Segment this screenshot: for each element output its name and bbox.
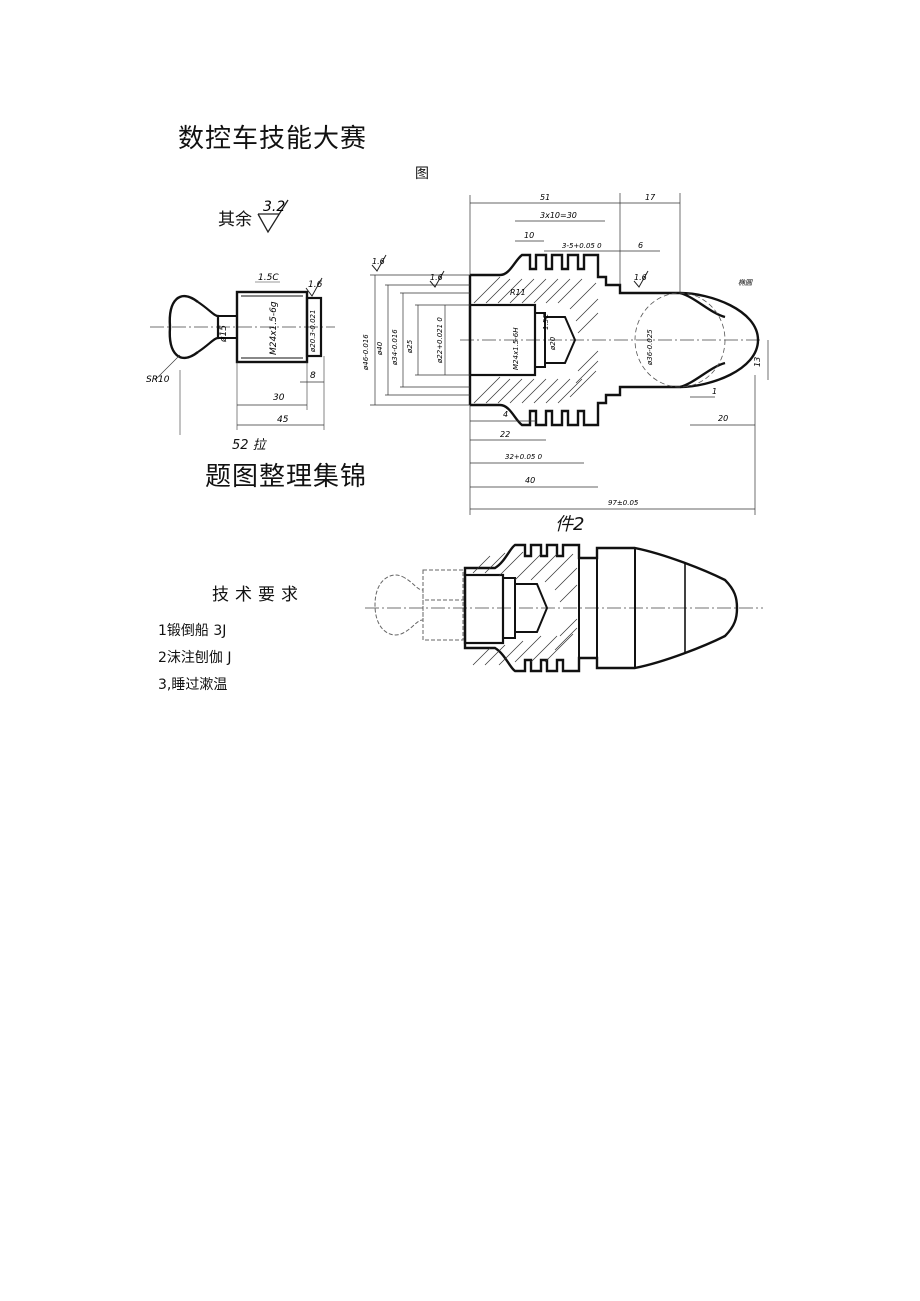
part1-dim-len8: 8 (310, 371, 316, 381)
document-subtitle: 题图整理集锦 (205, 462, 368, 492)
part2-dim-d40: ø40 (376, 341, 384, 356)
part2-dim-d22: ø22+0.021 0 (436, 317, 444, 364)
part1-dim-dia20: ø20.3-0.021 (309, 310, 317, 353)
part2-dim-6: 6 (638, 241, 643, 250)
part1-dim-thread: M24x1.5-6g (269, 301, 279, 355)
part1-roughness: 1.6 (308, 280, 323, 290)
part2-dim-32: 32+0.05 0 (505, 453, 543, 461)
part1-dim-sr: SR10 (146, 375, 170, 385)
part2-dim-thread: M24x1.5-6H (512, 327, 520, 370)
requirement-item-2: 2沫注刨伽 J (158, 650, 232, 666)
part2-roughness-1: 1.6 (372, 257, 385, 266)
part2-dim-c15: 1.5C (542, 314, 550, 330)
roughness-other-value: 3.2 (263, 199, 285, 215)
part2-dim-r11: R11 (510, 288, 526, 297)
requirement-item-3: 3,睡过漱温 (158, 677, 228, 693)
requirements-title: 技术要求 (212, 585, 304, 605)
document-title: 数控车技能大赛 (178, 124, 368, 154)
part2-dim-d36: ø36-0.025 (646, 329, 654, 366)
part2-dim-4: 4 (503, 410, 508, 419)
part2-dim-17: 17 (645, 193, 656, 202)
requirement-item-1: 1锻倒船 3J (158, 623, 227, 639)
part2-dim-10: 10 (524, 231, 534, 240)
part2-dim-3-5: 3-5+0.05 0 (562, 242, 602, 250)
part2-dim-1: 1 (712, 387, 717, 396)
part2-label: 件2 (555, 514, 585, 535)
part1-length-label: 52 拉 (232, 438, 266, 453)
part2-dim-20: 20 (718, 414, 728, 423)
part2-dim-ellipse: 椭圆 (738, 279, 753, 287)
part1-dim-dia15: ø15 (219, 325, 229, 343)
figure-label: 图 (415, 166, 429, 182)
part2-roughness-3: 1.6 (634, 273, 647, 282)
part2-dim-13: 13 (753, 357, 762, 367)
part1-dim-chamfer: 1.5C (258, 273, 279, 283)
part2-dim-22: 22 (500, 430, 510, 439)
roughness-other-label: 其余 (218, 210, 252, 230)
part2-drawing: 1.6 1.6 1.6 51 17 3x10=30 10 3-5+0.05 0 … (362, 193, 769, 515)
part2-dim-d20: ø20 (549, 336, 557, 351)
assembly-drawing (365, 543, 763, 673)
part2-dim-97: 97±0.05 (608, 499, 639, 507)
part1-drawing: 1.6 1.5C ø15 M24x1.5-6g ø20.3-0.021 SR10… (146, 273, 335, 435)
part2-roughness-2: 1.6 (430, 273, 443, 282)
part2-dim-d34: ø34-0.016 (391, 329, 399, 366)
part2-dim-d25: ø25 (406, 339, 414, 354)
part2-dim-3x10: 3x10=30 (540, 211, 577, 220)
part1-dim-len45: 45 (277, 415, 289, 425)
part2-dim-40: 40 (525, 476, 535, 485)
part2-dim-d46: ø46-0.016 (362, 334, 370, 371)
roughness-symbol-other: 3.2 (257, 199, 289, 234)
part1-dim-len30: 30 (273, 393, 285, 403)
part2-dim-51: 51 (540, 193, 550, 202)
